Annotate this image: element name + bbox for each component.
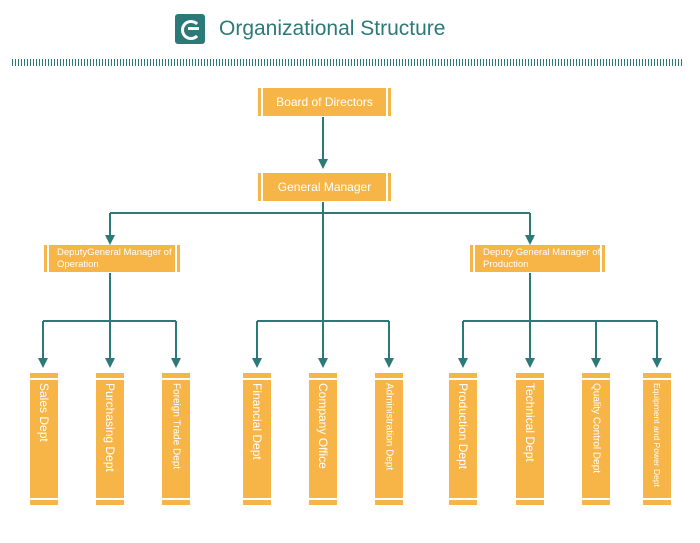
board-of-directors-label: Board of Directors <box>276 95 373 109</box>
administration-dept-label: Administration Dept <box>383 383 395 471</box>
deputy-production-box: Deputy General Manager of Production <box>470 245 605 272</box>
deputy-operation-label: DeputyGeneral Manager of Operation <box>57 246 172 270</box>
technical-dept-box: Technical Dept <box>516 373 544 505</box>
deputy-operation-box: DeputyGeneral Manager of Operation <box>44 245 180 272</box>
financial-dept-label: Financial Dept <box>250 383 264 460</box>
sales-dept-box: Sales Dept <box>30 373 58 505</box>
dotted-divider <box>12 59 684 66</box>
general-manager-label: General Manager <box>277 180 372 194</box>
company-office-label: Company Office <box>316 383 330 469</box>
administration-dept-box: Administration Dept <box>375 373 403 505</box>
foreign-trade-dept-box: Foreign Trade Dept <box>162 373 190 505</box>
page-title: Organizational Structure <box>219 17 446 40</box>
purchasing-dept-label: Purchasing Dept <box>103 383 117 472</box>
page-header: Organizational Structure <box>175 12 445 46</box>
equipment-power-dept-box: Equipment and Power Dept <box>643 373 671 505</box>
quality-control-dept-box: Quality Control Dept <box>582 373 610 505</box>
company-office-box: Company Office <box>309 373 337 505</box>
foreign-trade-dept-label: Foreign Trade Dept <box>170 383 182 470</box>
general-manager-box: General Manager <box>258 173 391 201</box>
purchasing-dept-box: Purchasing Dept <box>96 373 124 505</box>
financial-dept-box: Financial Dept <box>243 373 271 505</box>
equipment-power-dept-label: Equipment and Power Dept <box>652 383 662 487</box>
quality-control-dept-label: Quality Control Dept <box>590 383 602 474</box>
production-dept-label: Production Dept <box>456 383 470 470</box>
board-of-directors-box: Board of Directors <box>258 88 391 116</box>
deputy-production-label: Deputy General Manager of Production <box>483 246 601 270</box>
company-logo-icon <box>175 14 205 44</box>
production-dept-box: Production Dept <box>449 373 477 505</box>
sales-dept-label: Sales Dept <box>37 383 51 442</box>
technical-dept-label: Technical Dept <box>523 383 537 462</box>
